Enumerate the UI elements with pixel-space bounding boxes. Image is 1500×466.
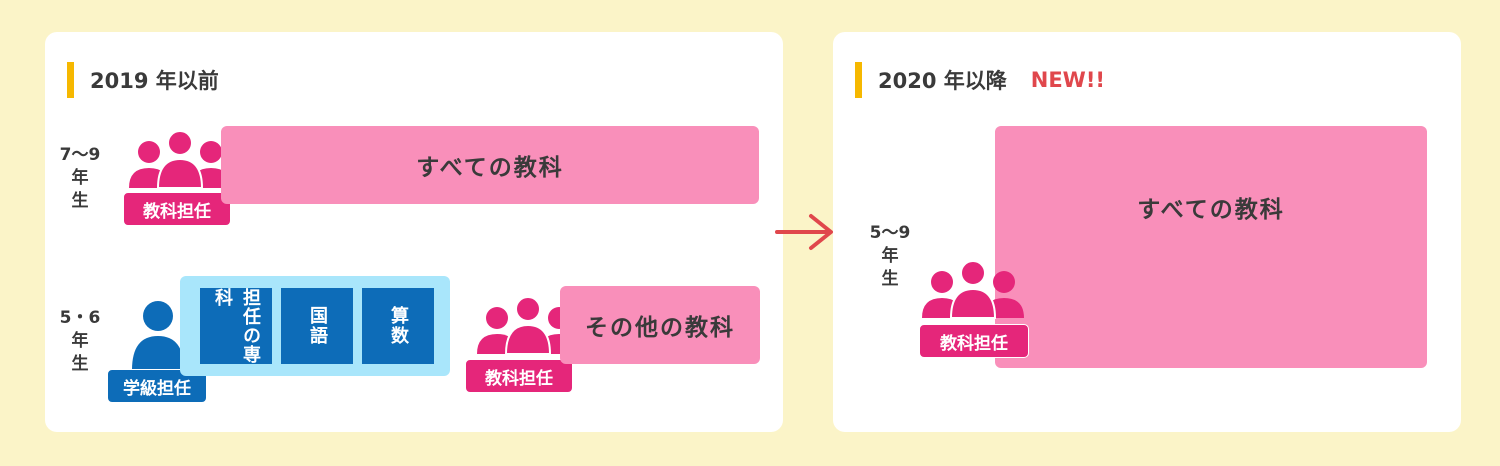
math-subject-box: 算数	[362, 288, 434, 364]
badge-text: 教科担任	[485, 368, 553, 389]
subject-teacher-badge: 教科担任	[465, 359, 573, 393]
all-subjects-box: すべての教科	[995, 126, 1427, 368]
single-teacher-icon	[132, 301, 184, 370]
group-of-teachers-icon	[922, 260, 1024, 319]
subject-teacher-badge: 教科担任	[919, 324, 1029, 358]
right-arrow-icon	[775, 214, 833, 250]
group-of-teachers-icon	[129, 130, 231, 189]
all-subjects-box: すべての教科	[221, 126, 759, 204]
panel-title-before: 2019 年以前	[67, 62, 219, 98]
specialist-subject-box: 担任の専科	[200, 288, 272, 364]
japanese-text: 国語	[307, 306, 328, 346]
badge-text: 教科担任	[940, 333, 1008, 354]
group-of-teachers-icon	[477, 296, 579, 355]
badge-text: 教科担任	[143, 201, 211, 222]
subjects-text: すべての教科	[416, 155, 564, 181]
new-tag: NEW!!	[1030, 68, 1106, 92]
japanese-subject-box: 国語	[281, 288, 353, 364]
specialist-text: 担任の専科	[212, 288, 261, 364]
badge-text: 学級担任	[123, 378, 191, 399]
title-accent-bar	[67, 62, 74, 98]
panel-title-after: 2020 年以降 NEW!!	[855, 62, 1105, 98]
subjects-text: その他の教科	[585, 315, 735, 341]
title-text: 2019 年以前	[90, 69, 219, 93]
math-text: 算数	[388, 306, 409, 346]
title-text: 2020 年以降	[878, 69, 1007, 93]
title-accent-bar	[855, 62, 862, 98]
subjects-text: すべての教科	[1137, 197, 1285, 223]
other-subjects-box: その他の教科	[560, 286, 760, 364]
subject-teacher-badge: 教科担任	[123, 192, 231, 226]
